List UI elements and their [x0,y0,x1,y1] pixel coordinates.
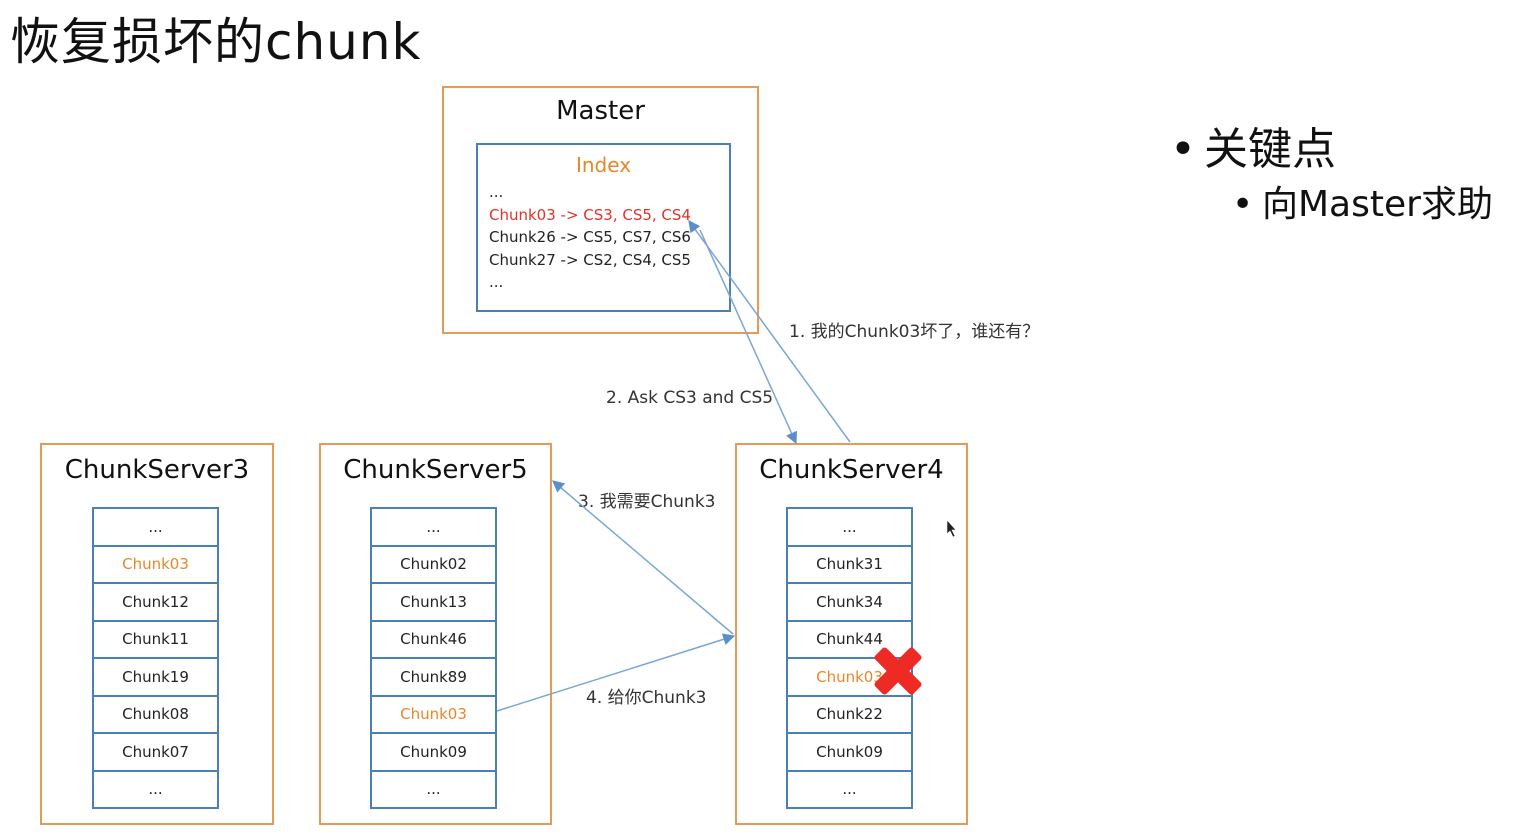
arrow-label-1: 1. 我的Chunk03坏了，谁还有？ [789,322,1040,342]
chunk-cell: Chunk89 [372,659,495,697]
bullet-text: 关键点 [1204,124,1336,175]
index-line-chunk27: Chunk27 -> CS2, CS4, CS5 [489,250,691,269]
chunk-cell: Chunk09 [788,734,911,772]
chunk-cell: Chunk12 [94,584,217,622]
chunk-cell: ... [94,509,217,547]
index-line: ... [489,273,504,291]
index-title: Index [575,153,632,177]
key-points: •关键点 •向Master求助 [1170,120,1493,230]
chunk-cell: Chunk13 [372,584,495,622]
chunk-cell: Chunk22 [788,697,911,734]
index-line-chunk03: Chunk03 -> CS3, CS5, CS4 [489,205,691,224]
chunkserver5-box: ChunkServer5 ... Chunk02 Chunk13 Chunk46… [319,443,552,825]
master-box: Master Index ... Chunk03 -> CS3, CS5, CS… [442,86,759,334]
slide-title: 恢复损坏的chunk [10,13,422,71]
chunk-cell: Chunk46 [372,622,495,659]
chunk-list: ... Chunk31 Chunk34 Chunk44 Chunk03 Chun… [786,507,913,809]
chunkserver3-box: ChunkServer3 ... Chunk03 Chunk12 Chunk11… [40,443,274,825]
bullet-dot-icon: • [1232,184,1254,225]
chunk-cell: Chunk44 [788,622,911,659]
chunkserver4-title: ChunkServer4 [759,455,944,485]
bullet-text: 向Master求助 [1262,184,1493,225]
arrow-label-4: 4. 给你Chunk3 [586,688,707,708]
chunk-list: ... Chunk03 Chunk12 Chunk11 Chunk19 Chun… [92,507,219,809]
bullet-level2: •向Master求助 [1232,180,1493,230]
chunk-cell: ... [788,772,911,809]
chunkserver3-title: ChunkServer3 [64,455,250,485]
index-lines: ... Chunk03 -> CS3, CS5, CS4 Chunk26 -> … [489,181,691,294]
index-box: Index ... Chunk03 -> CS3, CS5, CS4 Chunk… [476,143,731,312]
arrow-label-2: 2. Ask CS3 and CS5 [606,388,774,408]
chunkserver5-title: ChunkServer5 [343,455,528,485]
master-title: Master [556,96,645,126]
chunk-cell: ... [372,509,495,547]
chunk-cell: ... [372,772,495,809]
chunk-cell: Chunk09 [372,734,495,772]
bullet-dot-icon: • [1170,124,1196,175]
chunk-cell: Chunk11 [94,622,217,659]
chunk-cell: Chunk02 [372,547,495,584]
chunk-cell: Chunk31 [788,547,911,584]
index-line: ... [489,183,504,201]
chunk-cell: ... [788,509,911,547]
chunk-cell-chunk03-corrupted: Chunk03 [788,659,911,697]
arrow-label-3: 3. 我需要Chunk3 [578,492,716,512]
chunk-cell: Chunk07 [94,734,217,772]
chunk-cell: Chunk08 [94,697,217,734]
chunk-list: ... Chunk02 Chunk13 Chunk46 Chunk89 Chun… [370,507,497,809]
index-line-chunk26: Chunk26 -> CS5, CS7, CS6 [489,228,691,246]
chunk-cell: Chunk34 [788,584,911,622]
chunk-cell-chunk03: Chunk03 [372,697,495,734]
chunk-cell-chunk03: Chunk03 [94,547,217,584]
bullet-level1: •关键点 [1170,120,1493,180]
chunk-cell: Chunk19 [94,659,217,697]
chunk-cell: ... [94,772,217,809]
chunkserver4-box: ChunkServer4 ... Chunk31 Chunk34 Chunk44… [735,443,968,825]
